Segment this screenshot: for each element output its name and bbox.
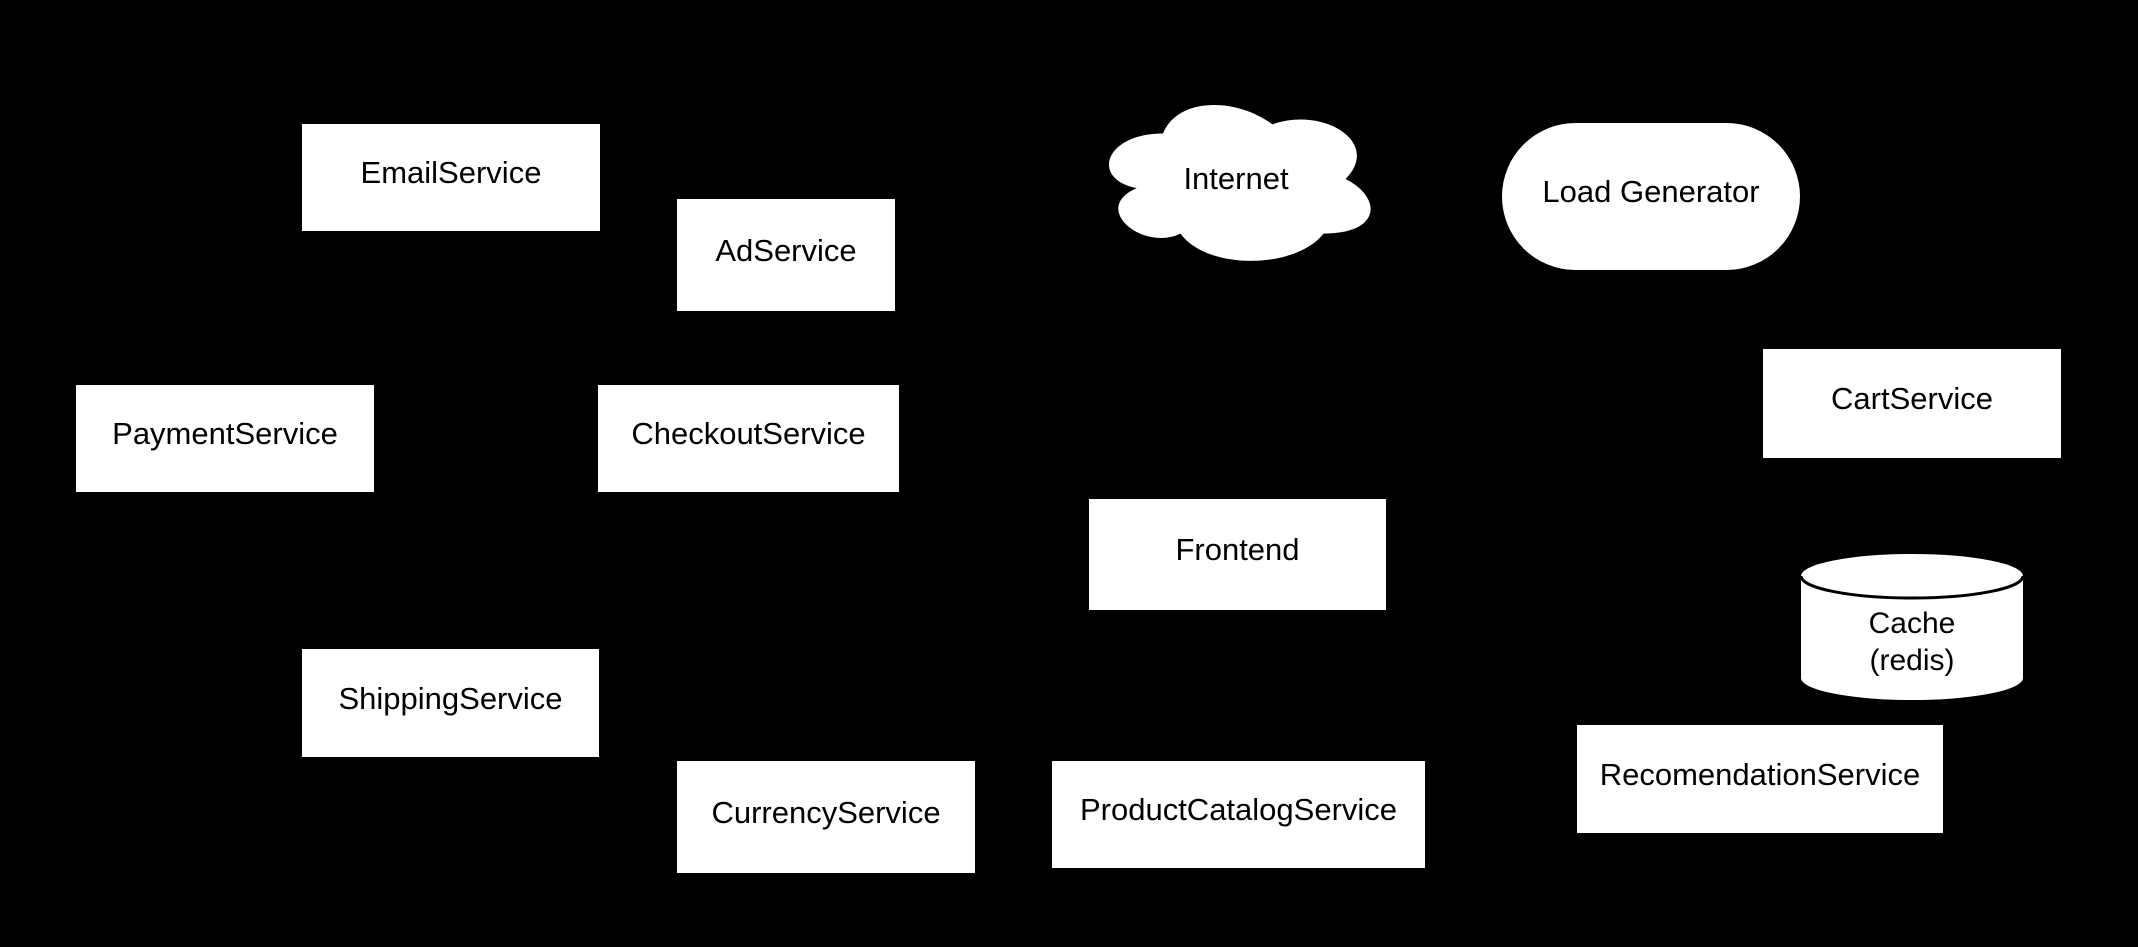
recomendation-service-label: RecomendationService [1599,756,1921,792]
email-service-label: EmailService [360,155,542,191]
node-internet[interactable]: Internet [1090,88,1382,270]
load-generator-label: Load Generator [1542,174,1760,210]
currency-service-label: CurrencyService [711,794,941,830]
node-cache-redis[interactable]: Cache (redis) [1801,554,2023,700]
node-email-service[interactable]: EmailService [302,124,600,231]
node-currency-service[interactable]: CurrencyService [677,761,975,873]
database-cylinder-icon [1801,554,2023,700]
product-catalog-service-label: ProductCatalogService [1079,792,1398,828]
node-payment-service[interactable]: PaymentService [76,385,374,492]
ad-service-label: AdService [715,232,857,268]
cloud-icon [1108,104,1371,261]
checkout-service-label: CheckoutService [631,416,866,452]
node-ad-service[interactable]: AdService [677,199,895,311]
node-shipping-service[interactable]: ShippingService [302,649,599,757]
shipping-service-label: ShippingService [338,680,563,716]
node-recomendation-service[interactable]: RecomendationService [1577,725,1943,833]
node-frontend[interactable]: Frontend [1089,499,1386,610]
frontend-label: Frontend [1175,532,1300,568]
payment-service-label: PaymentService [112,416,338,452]
node-load-generator[interactable]: Load Generator [1502,123,1800,270]
node-checkout-service[interactable]: CheckoutService [598,385,899,492]
cart-service-label: CartService [1831,381,1993,417]
node-product-catalog-service[interactable]: ProductCatalogService [1052,761,1425,868]
node-cart-service[interactable]: CartService [1763,349,2061,458]
